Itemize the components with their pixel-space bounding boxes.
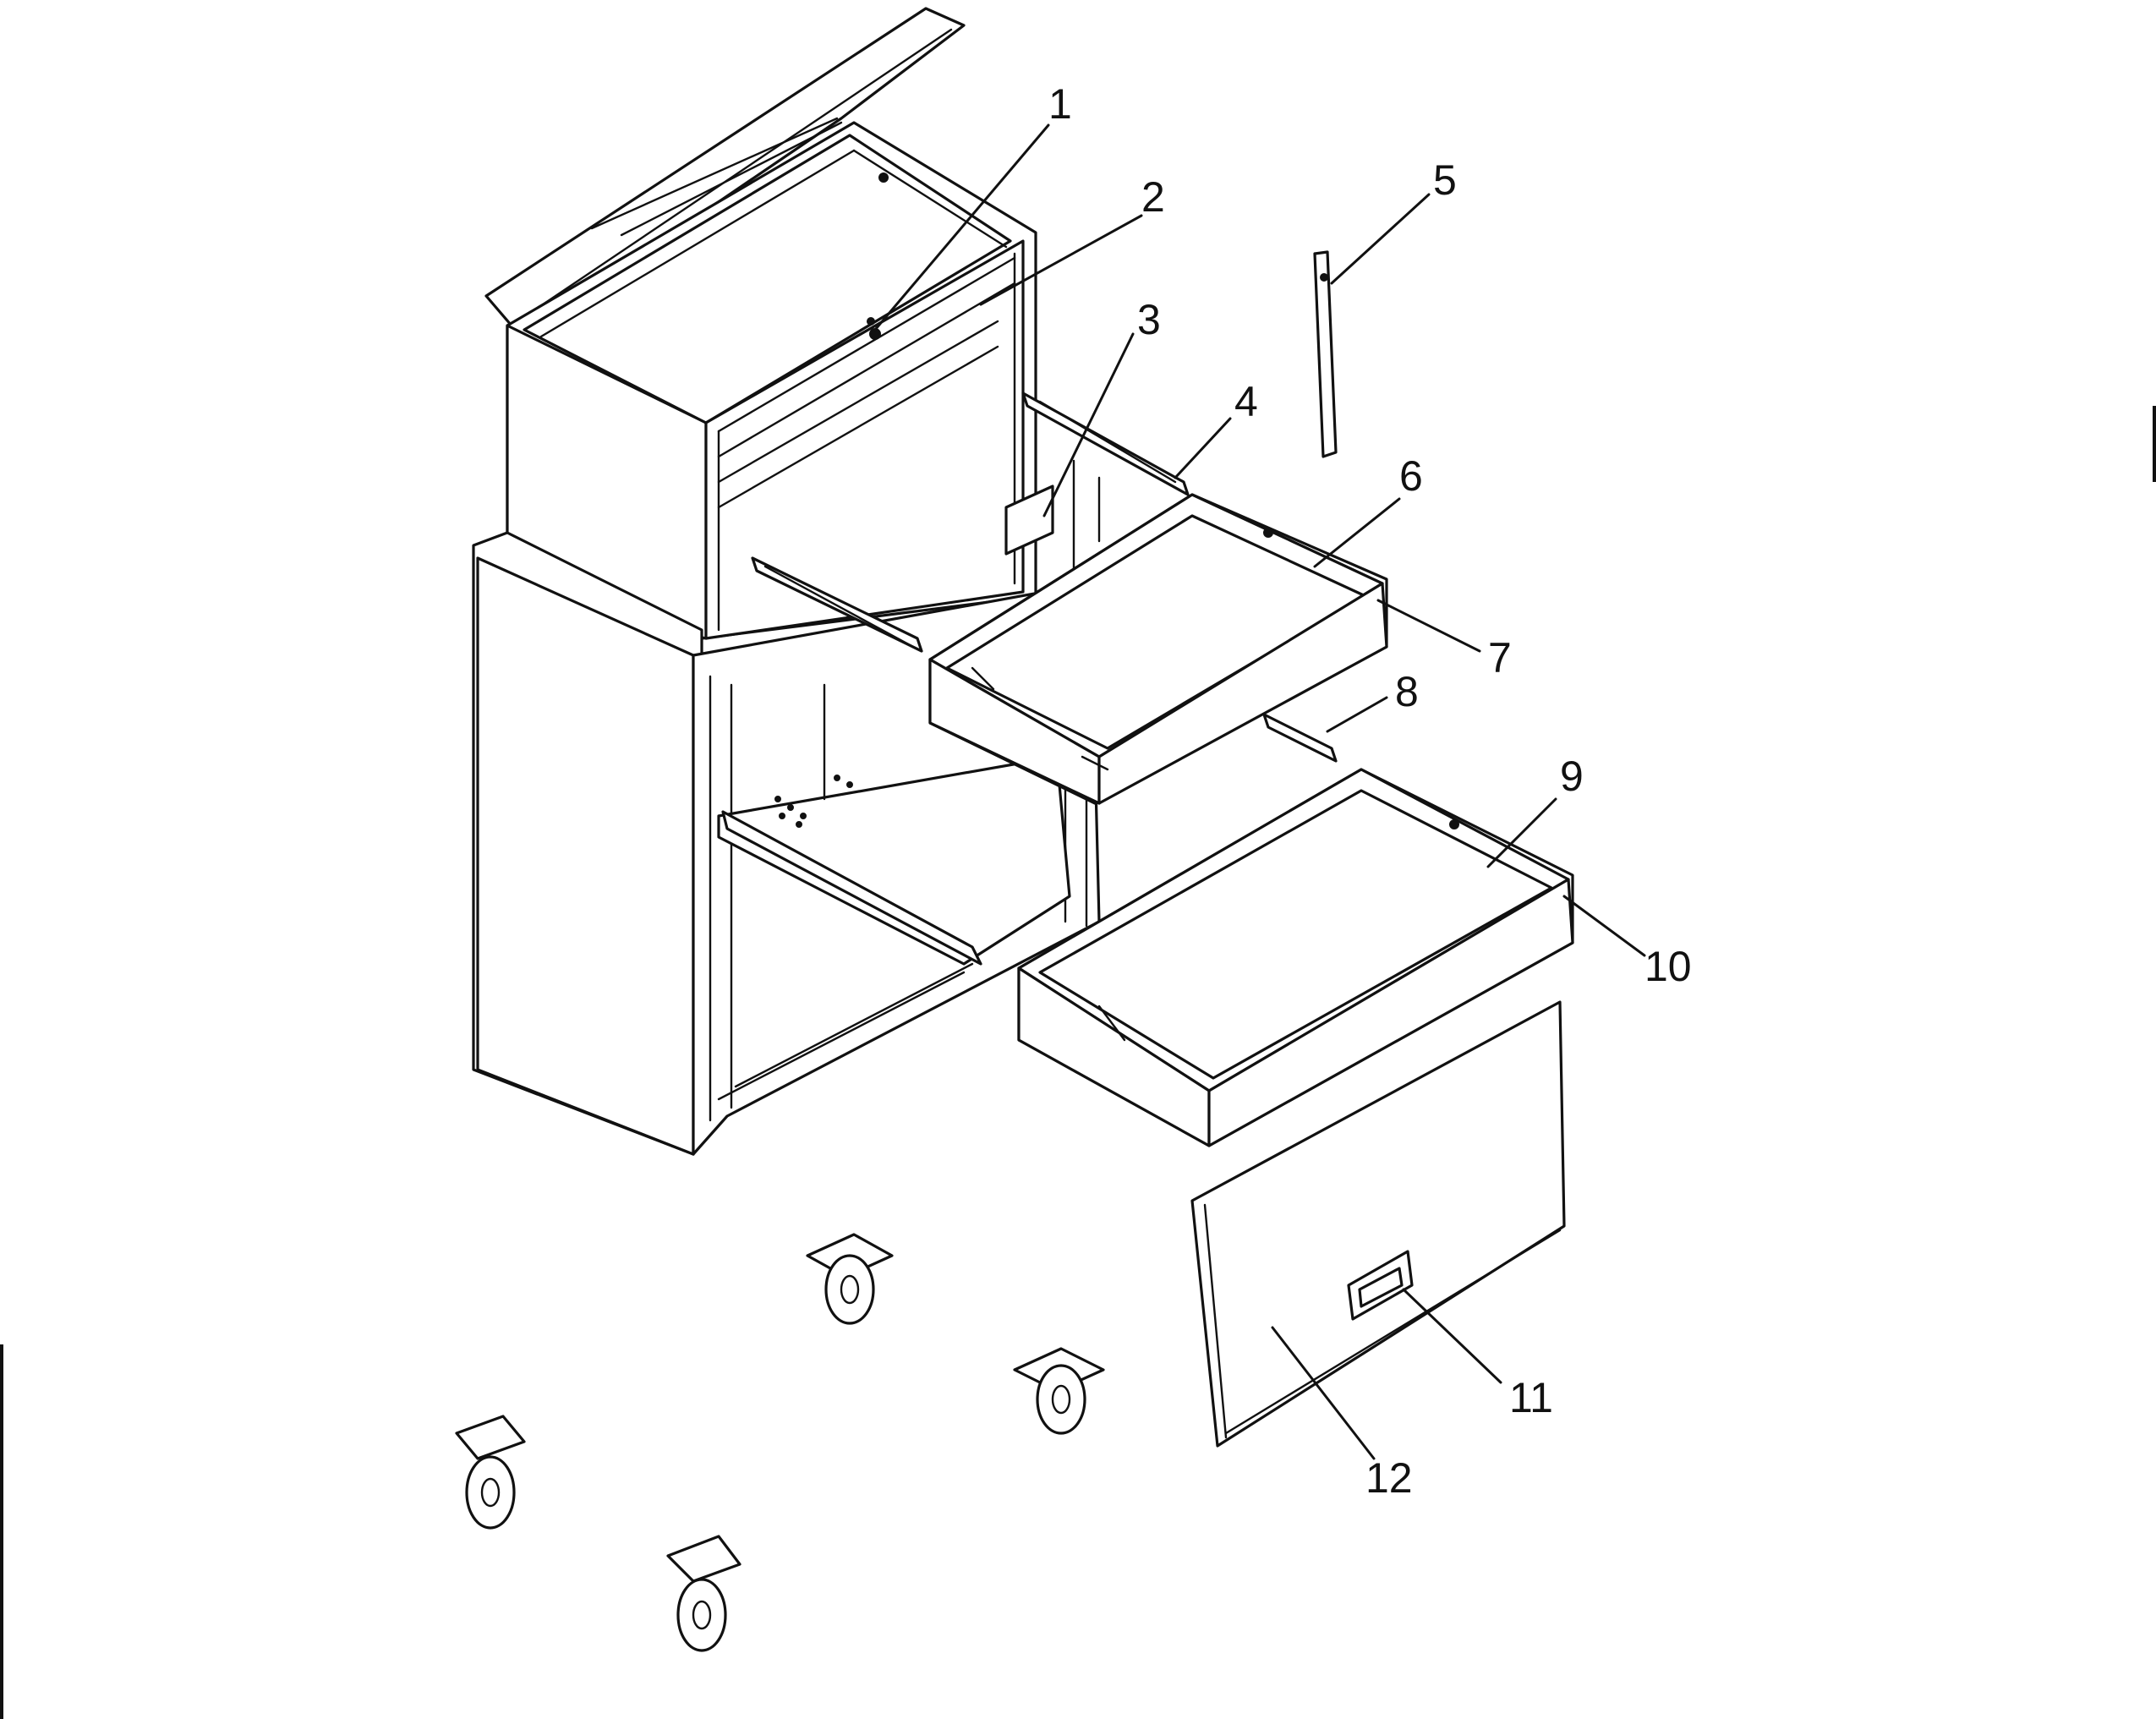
callout-9: 9 bbox=[1560, 753, 1584, 800]
caster-3 bbox=[455, 1415, 526, 1530]
callout-2: 2 bbox=[1141, 173, 1165, 221]
callout-7: 7 bbox=[1488, 634, 1512, 682]
top-chest bbox=[484, 7, 1101, 640]
upper-drawer bbox=[928, 493, 1388, 805]
callout-6: 6 bbox=[1399, 452, 1423, 500]
callout-10: 10 bbox=[1644, 943, 1692, 990]
callout-3: 3 bbox=[1137, 296, 1161, 343]
callout-8: 8 bbox=[1395, 668, 1419, 715]
caster-4 bbox=[666, 1535, 741, 1652]
drawer-slides bbox=[721, 391, 1338, 966]
slide-8 bbox=[1262, 713, 1338, 763]
callout-labels: 1 2 3 4 5 6 7 8 9 10 11 12 bbox=[1048, 80, 1692, 1502]
callout-11: 11 bbox=[1509, 1374, 1553, 1421]
callout-1: 1 bbox=[1048, 80, 1072, 128]
cabinet-left-side bbox=[476, 556, 695, 1156]
left-edge-mark bbox=[0, 1344, 3, 1719]
leader-lines bbox=[873, 123, 1646, 1460]
caster-2 bbox=[1013, 1347, 1105, 1435]
door-12 bbox=[1190, 1000, 1566, 1448]
lower-drawer bbox=[1017, 768, 1574, 1147]
callout-5: 5 bbox=[1433, 156, 1457, 204]
callout-12: 12 bbox=[1365, 1454, 1413, 1502]
part-5-bar bbox=[1313, 250, 1338, 458]
callout-4: 4 bbox=[1234, 378, 1258, 425]
right-edge-mark bbox=[2153, 406, 2156, 482]
handle-11 bbox=[1347, 1250, 1414, 1321]
caster-1 bbox=[806, 1233, 894, 1325]
